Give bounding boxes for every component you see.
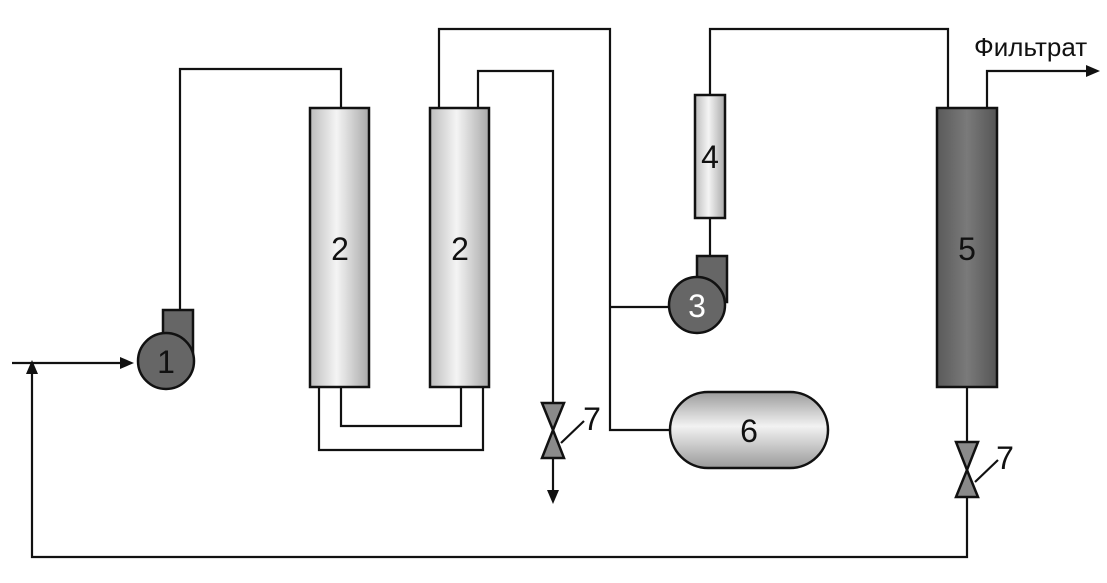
column-2b: 2 xyxy=(428,106,491,389)
filtrate-pipe xyxy=(985,69,1088,108)
filter-5: 5 xyxy=(935,106,999,389)
tank-6: 6 xyxy=(668,390,830,470)
recycle-pipe xyxy=(30,370,969,559)
pump-3-label: 3 xyxy=(688,288,706,324)
column-2a-label: 2 xyxy=(331,231,349,267)
tank-6-label: 6 xyxy=(740,413,758,449)
valve-7a-label: 7 xyxy=(583,401,601,437)
column-4-label: 4 xyxy=(701,139,719,175)
pipe-col2b-to-tank6 xyxy=(437,27,670,432)
pipe-pump1-to-col2a xyxy=(178,67,343,310)
inlet-arrow-head xyxy=(120,357,134,369)
column-4: 4 xyxy=(693,93,727,220)
pipe-col2a-col2b-inner xyxy=(339,387,463,428)
pump-1-label: 1 xyxy=(157,344,175,380)
pump-1: 1 xyxy=(136,308,196,391)
filtrate-label: Фильтрат xyxy=(974,32,1087,62)
filter-5-label: 5 xyxy=(958,231,976,267)
valve-7a: 7 xyxy=(540,401,601,460)
pipe-col2b-to-valve7a xyxy=(476,69,555,403)
pipe-col2a-col2b-outer xyxy=(317,387,485,452)
column-2b-label: 2 xyxy=(451,231,469,267)
pipe-col4-to-filter5 xyxy=(708,27,950,108)
filtrate-arrow-head xyxy=(1086,65,1100,77)
recycle-arrow-head xyxy=(26,360,38,374)
pump-3: 3 xyxy=(667,254,729,335)
drain-arrow-head xyxy=(547,490,559,504)
valve-7b: 7 xyxy=(954,440,1014,499)
column-2a: 2 xyxy=(308,106,371,389)
valve-7b-label: 7 xyxy=(996,440,1014,476)
